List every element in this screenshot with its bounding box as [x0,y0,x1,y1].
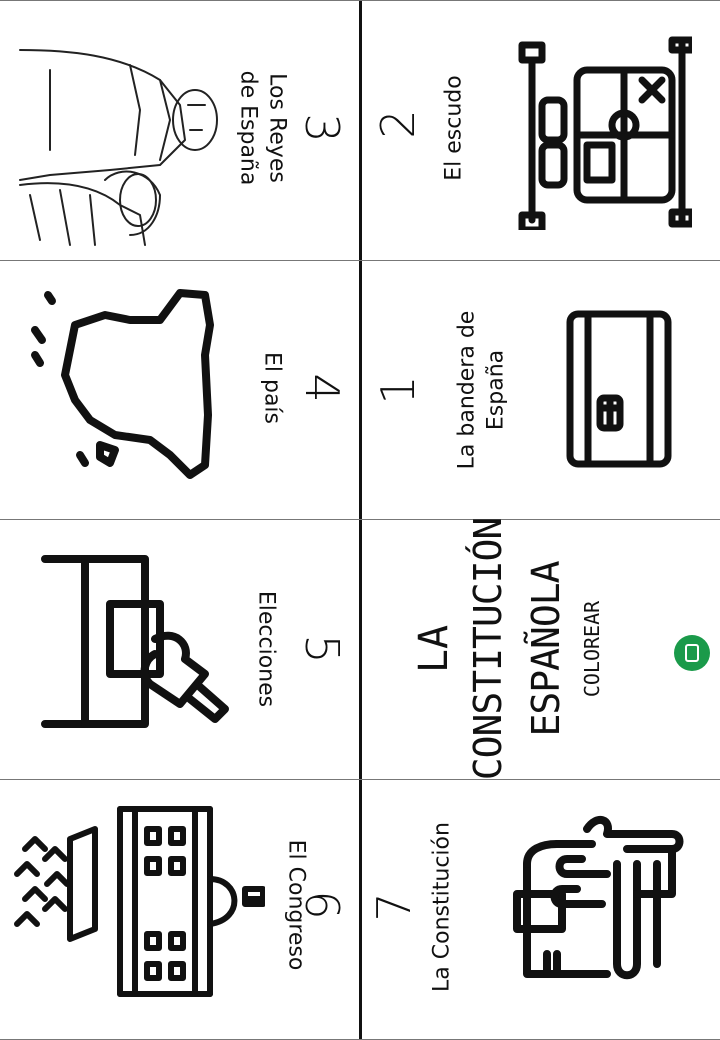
panel-label: La bandera de España [453,311,510,470]
row-divider-top [0,0,720,1]
panel-label-line2: España [483,349,508,431]
flag-icon [566,310,672,468]
panel-label: El Congreso [283,839,309,971]
panel-number: 3 [295,113,349,143]
panel-number: 4 [295,373,349,403]
row-divider-2 [0,519,720,520]
cover-title-line2: CONSTITUCIÓN [466,519,510,779]
cover-subtitle: COLOREAR [580,600,604,698]
cover-title-line1: LA [411,624,457,674]
panel-label: El escudo [441,75,467,181]
panel-pais: 4 El país [0,260,359,519]
kings-illustration-icon [19,49,218,246]
panel-cover: LA CONSTITUCIÓN ESPAÑOLA COLOREAR [362,519,720,779]
panel-label-line1: Los Reyes [264,73,290,183]
panel-number: 5 [295,634,349,664]
panel-label: Elecciones [253,590,279,708]
panel-label: Los Reyes de España [233,71,290,186]
row-divider-3 [0,779,720,780]
fold-line-vertical [359,0,362,1040]
panel-bandera: 1 La bandera de España [362,260,720,519]
panel-number: 2 [371,109,425,139]
panel-label-line2: de España [236,70,261,186]
panel-elecciones: 5 Elecciones [0,519,359,779]
panel-label: La Constitución [429,822,455,992]
ballot-box-icon [41,555,229,728]
row-divider-1 [0,260,720,261]
panel-congreso: 6 El Congreso [0,779,359,1039]
spain-map-icon [31,289,214,479]
panel-number: 1 [371,375,425,405]
constitution-hand-icon [513,816,684,980]
panel-number: 7 [367,892,421,922]
cover-title-line3: ESPAÑOLA [524,561,568,737]
panel-constitucion: 7 La Constitución [362,779,720,1040]
panel-label: El país [259,351,285,425]
coat-of-arms-icon [518,36,692,230]
panel-reyes: 3 Los Reyes de España [0,0,359,260]
congress-building-icon [14,806,265,997]
panel-label-line1: La bandera de [454,310,480,470]
publisher-logo-icon [674,635,710,671]
panel-escudo: 2 El escudo [362,0,720,260]
